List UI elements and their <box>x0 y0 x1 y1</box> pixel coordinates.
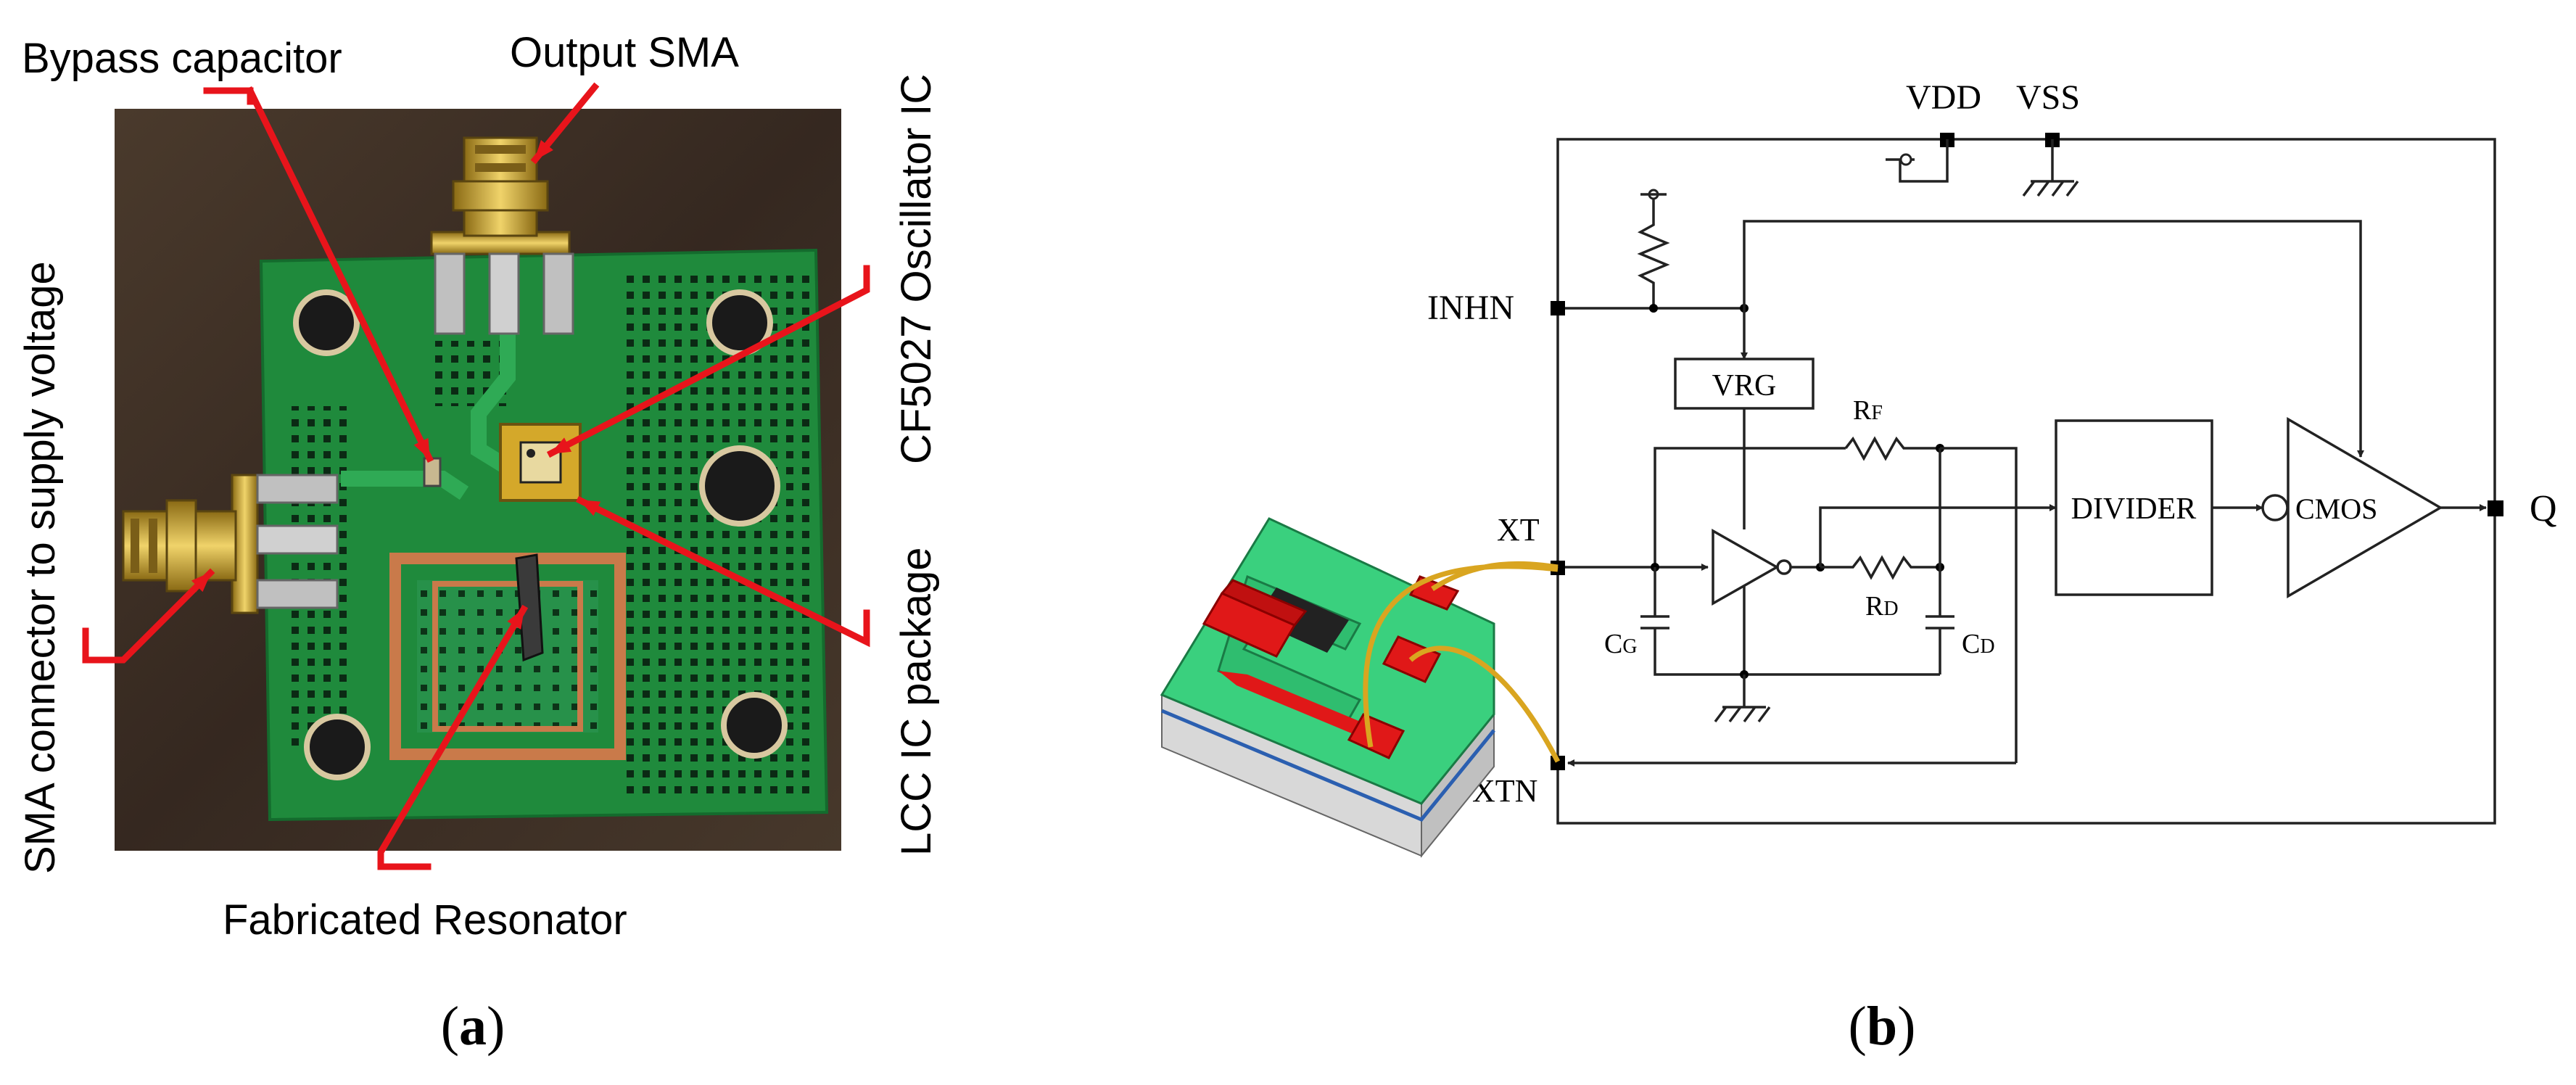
resonator-3d-model <box>1160 517 1561 858</box>
supply-sma-pointer <box>82 568 215 664</box>
rf-label-sub: F <box>1871 402 1883 424</box>
supply-sma-connector <box>122 474 339 614</box>
cg-label: CG <box>1604 629 1638 659</box>
pin-label-inhn: INHN <box>1427 289 1514 327</box>
bond-wire-2 <box>1363 564 1559 748</box>
cmos-buffer <box>2287 416 2443 599</box>
vrg-label: VRG <box>1712 369 1777 403</box>
divider-block <box>2055 419 2213 596</box>
lcc-package-pointer <box>575 495 870 648</box>
pin-label-xt: XT <box>1497 512 1540 548</box>
divider-label: DIVIDER <box>2071 492 2197 526</box>
rd-label-sub: D <box>1883 598 1898 620</box>
pin-q <box>2488 500 2503 516</box>
inhn-to-cmos <box>1743 220 2364 458</box>
caption-b: (b) <box>1849 996 1916 1057</box>
label-output-sma: Output SMA <box>510 29 739 76</box>
caption-a: (a) <box>441 996 505 1057</box>
resonator-base-blue-stripe <box>1161 709 1495 822</box>
rf-label: RF <box>1853 395 1883 426</box>
label-oscillator-ic: CF5027 Oscillator IC <box>893 74 940 464</box>
oscillator-ic-pointer <box>546 265 870 458</box>
trace-output <box>471 305 530 486</box>
panel-a-photo <box>115 109 841 851</box>
electrode-left-block-2 <box>1220 579 1308 627</box>
cmos-label: CMOS <box>2295 492 2377 525</box>
bypass-capacitor-part <box>423 457 442 487</box>
resonator-inner-grid <box>417 580 598 733</box>
resonator-copper-frame <box>389 553 626 760</box>
label-fabricated-resonator: Fabricated Resonator <box>223 896 627 944</box>
electrode-pad-3 <box>1347 713 1405 759</box>
lcc-package <box>499 423 582 502</box>
bond-wire-3 <box>1408 645 1561 763</box>
rd-label: RD <box>1865 591 1899 622</box>
bypass-capacitor-pointer <box>203 86 429 458</box>
pin-inhn <box>1551 301 1565 315</box>
output-sma-connector <box>430 136 574 335</box>
panel-a-annotations <box>82 82 870 870</box>
pin-label-vss: VSS <box>2016 78 2080 117</box>
output-sma-pointer <box>530 82 600 165</box>
pin-label-vdd: VDD <box>1906 78 1981 117</box>
bottom-ground-symbol <box>1714 674 1771 723</box>
caption-a-letter: a <box>459 996 487 1057</box>
label-bypass-capacitor: Bypass capacitor <box>22 35 342 82</box>
cmos-input-bubble <box>2261 494 2289 521</box>
rf-resistor <box>1844 436 1940 461</box>
cd-label-sub: D <box>1980 635 1994 658</box>
cg-capacitor <box>1640 567 1940 676</box>
inhn-pullup-resistor <box>1637 196 1670 308</box>
rd-resistor <box>1820 555 1940 580</box>
resonator-pointer <box>377 604 529 870</box>
resonator-copper-inner <box>432 581 583 732</box>
rf-loop-left <box>1654 447 1846 567</box>
cd-label-main: C <box>1962 629 1980 659</box>
osc-to-divider <box>1819 504 2057 567</box>
vdd-symbol <box>1886 139 1949 183</box>
rf-label-main: R <box>1853 395 1872 426</box>
rd-label-main: R <box>1865 591 1884 622</box>
inverter-bubble <box>1776 559 1792 575</box>
mounting-holes <box>293 289 788 780</box>
chip-boundary <box>1556 138 2496 825</box>
label-lcc-package: LCC IC package <box>893 547 940 856</box>
vss-ground-symbol <box>2022 139 2079 197</box>
cd-capacitor <box>1925 567 1954 674</box>
electrode-trace <box>1218 671 1374 740</box>
cg-label-sub: G <box>1622 635 1637 658</box>
rf-loop-right <box>1940 447 2018 763</box>
label-sma-supply: SMA connector to supply voltage <box>17 261 64 874</box>
cd-label: CD <box>1962 629 1995 659</box>
cg-label-main: C <box>1604 629 1622 659</box>
inverter <box>1712 528 1780 606</box>
caption-b-letter: b <box>1867 996 1897 1057</box>
panel-b-schematic: VDD VSS INHN XT XTN Q VRG RF <box>1427 78 2557 825</box>
pin-label-q: Q <box>2530 488 2557 529</box>
